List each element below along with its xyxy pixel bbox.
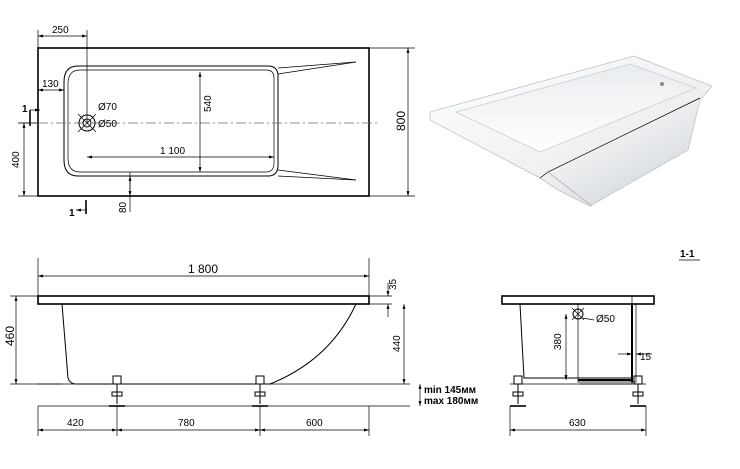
section-rim (501, 295, 655, 305)
leg-2 (252, 375, 268, 407)
backrest-line-top-2 (277, 61, 357, 75)
basin-outline (63, 65, 279, 177)
backrest-line-top (277, 61, 357, 69)
dim-460-label: 460 (3, 326, 17, 346)
dim-80-label: 80 (118, 201, 129, 213)
section-mark-top: 1 (22, 104, 28, 115)
dim-130-label: 130 (42, 79, 59, 90)
dim-400-label: 400 (11, 151, 22, 168)
dim-420-label: 420 (67, 418, 84, 429)
dim-600-label: 600 (306, 418, 323, 429)
section-leg-right (630, 375, 646, 407)
dim-540-label: 540 (203, 95, 214, 112)
section-shell-outer (519, 303, 633, 379)
dim-15-label: 15 (640, 352, 652, 363)
backrest-line-bottom (277, 169, 357, 181)
bathtub-3d-render (429, 55, 713, 207)
dim-630-label: 630 (569, 418, 586, 429)
tub-side-profile (61, 303, 357, 385)
dim-1100-label: 1 100 (160, 146, 185, 157)
legs-max-label: max 180мм (424, 396, 478, 407)
dim-780-label: 780 (178, 418, 195, 429)
section-drain-icon (572, 308, 584, 320)
dim-35-label: 35 (388, 278, 399, 290)
tub-basin-icon (454, 63, 698, 153)
leg-1 (109, 375, 125, 407)
dim-440-label: 440 (392, 335, 403, 352)
basin-inner-rim (67, 69, 275, 173)
tub-outline-top (37, 47, 370, 197)
section-view: 1-1 Ø50 380 15 (501, 249, 700, 436)
dim-250-label: 250 (52, 25, 69, 36)
section-title: 1-1 (680, 249, 695, 260)
dim-800-label: 800 (394, 111, 408, 131)
section-drain-label: Ø50 (596, 314, 615, 325)
overflow-icon (660, 82, 664, 86)
dim-380-label: 380 (553, 333, 564, 350)
tub-rim-side (37, 295, 370, 305)
backrest-line-bottom-2 (277, 175, 357, 181)
legs-min-label: min 145мм (424, 385, 476, 396)
drain-outer-label: Ø70 (98, 102, 117, 113)
section-mark-bottom: 1 (69, 208, 75, 219)
dim-1800-label: 1 800 (188, 262, 218, 276)
drain-inner-label: Ø50 (98, 119, 117, 130)
top-view: Ø70 Ø50 250 130 540 1 100 400 80 800 1 (11, 25, 415, 219)
side-view: 1 800 35 460 440 min 145мм max 180мм 420… (3, 258, 478, 436)
section-leg-left (510, 375, 526, 407)
